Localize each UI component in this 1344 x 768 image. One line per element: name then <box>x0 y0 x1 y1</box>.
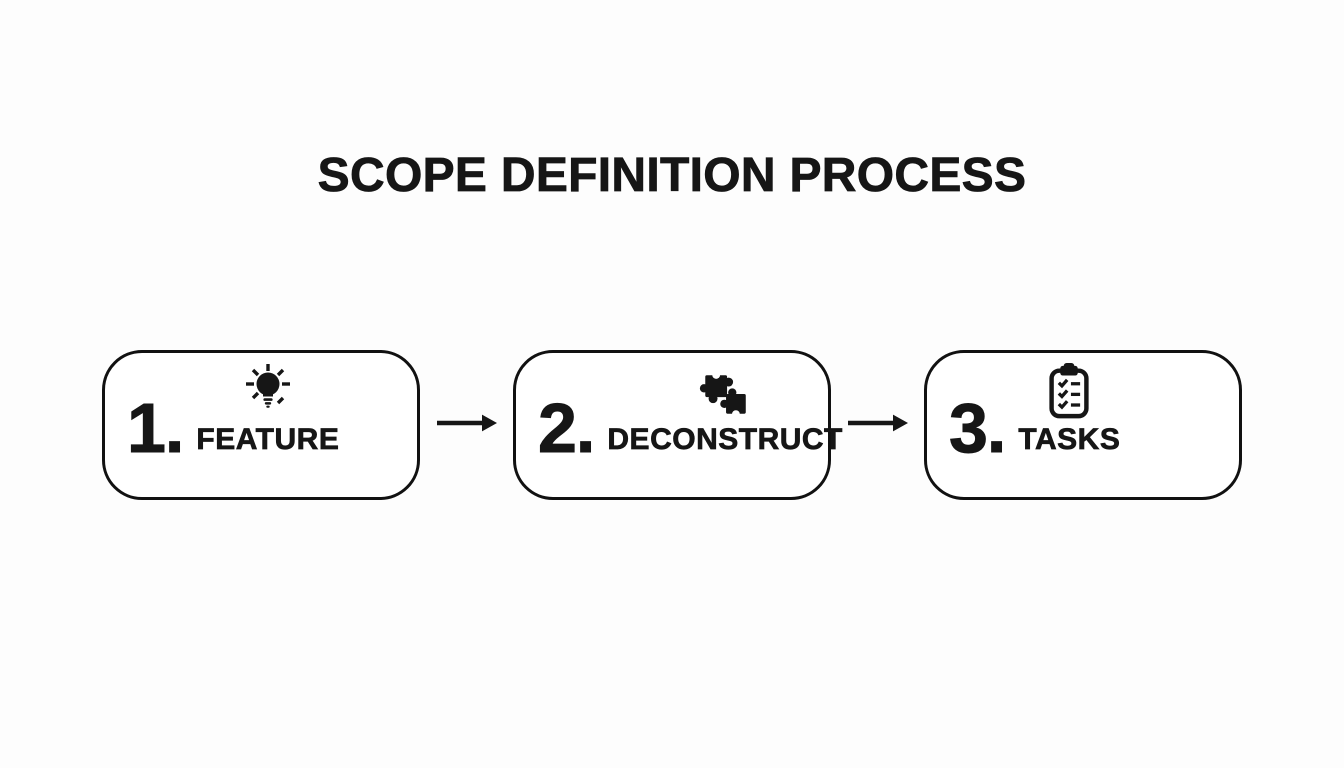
step-box-deconstruct: 2. <box>513 350 843 500</box>
connector-1 <box>420 350 513 500</box>
arrow-right-icon <box>436 410 497 441</box>
step-number: 3. <box>948 389 1006 467</box>
arrow-right-icon <box>847 410 908 441</box>
step-content: TASKS <box>1018 362 1120 455</box>
step-content: DECONSTRUCT <box>607 362 843 455</box>
step-box-tasks: 3. <box>924 350 1242 500</box>
step-number: 2. <box>537 389 595 467</box>
lightbulb-idea-icon <box>240 362 296 420</box>
step-content: FEATURE <box>196 362 339 455</box>
step-box-feature: 1. <box>102 350 420 500</box>
step-number: 1. <box>126 389 184 467</box>
step-label: TASKS <box>1018 422 1121 456</box>
clipboard-checklist-icon <box>1046 362 1092 420</box>
process-flow: 1. <box>102 350 1242 500</box>
connector-2 <box>831 350 924 500</box>
step-label: FEATURE <box>196 422 340 456</box>
puzzle-pieces-icon <box>698 362 752 420</box>
step-label: DECONSTRUCT <box>607 422 843 456</box>
page-title: SCOPE DEFINITION PROCESS <box>317 149 1027 202</box>
